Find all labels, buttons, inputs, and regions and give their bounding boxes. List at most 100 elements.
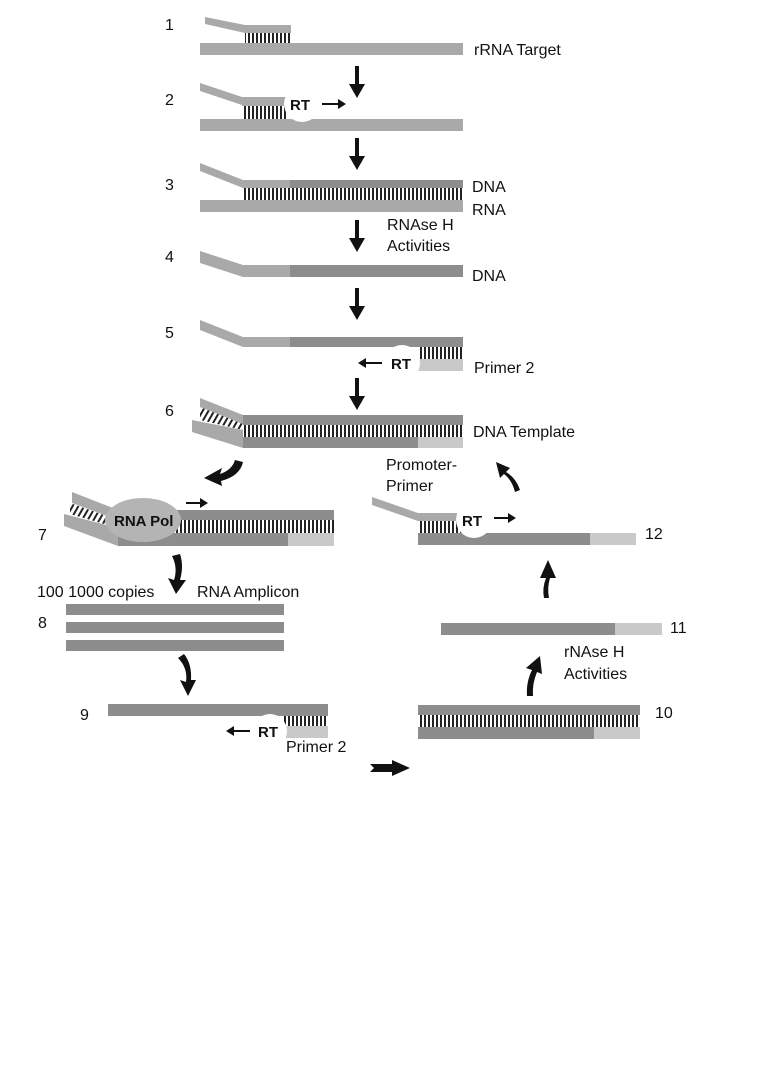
rna-amplicon (108, 704, 328, 716)
label-copies: 100 1000 copies (37, 584, 154, 601)
step-number-11: 11 (670, 620, 687, 637)
label-rnase-h-2: Activities (387, 238, 450, 255)
primer-top (243, 265, 290, 277)
step-number-9: 9 (80, 707, 89, 724)
primer-2-strand (594, 727, 640, 739)
label-rnase-h-1: RNAse H (387, 217, 454, 234)
curved-arrow-icon (370, 760, 410, 776)
cdna-strand (290, 265, 463, 277)
curved-arrow-icon (168, 554, 186, 594)
hybrid-hatch (243, 188, 463, 200)
rna-pol-label: RNA Pol (114, 513, 173, 530)
promoter-tail (205, 17, 245, 33)
hybrid-hatch (418, 347, 463, 359)
hybrid-hatch (418, 715, 640, 727)
right-arrow-icon (322, 99, 346, 109)
promoter-tail (200, 83, 242, 105)
rt-enzyme-5: RT (358, 345, 420, 381)
step-9-strands (108, 704, 328, 738)
rna-pol-enzyme: RNA Pol (105, 498, 208, 542)
step-6-strands (192, 398, 463, 448)
step-12-strands (372, 497, 636, 545)
curved-arrow-icon (526, 656, 542, 696)
hybrid-hatch (242, 106, 288, 119)
promoter-tail (200, 398, 243, 424)
top-strand (243, 415, 463, 425)
rna-pol-blob (105, 498, 181, 542)
promoter-tail (200, 251, 243, 277)
primer-top (242, 97, 288, 106)
right-arrow-icon (186, 498, 208, 508)
curved-arrow-icon (178, 654, 196, 696)
rt-enzyme-2: RT (284, 86, 346, 122)
right-arrow-icon (494, 513, 516, 523)
promoter-tail (372, 497, 418, 521)
primer-2-strand (282, 726, 328, 738)
label-rnase-h-lower-1: rNAse H (564, 644, 624, 661)
promoter-tail (200, 163, 243, 188)
rt-label-5: RT (391, 356, 411, 373)
rna-amplicon-3 (66, 640, 284, 651)
promoter-tail (200, 320, 243, 347)
step-5-strands (200, 320, 463, 371)
step-1-strands (200, 17, 463, 55)
cdna-strand (290, 337, 463, 347)
primer-2-strand (418, 359, 463, 371)
step-number-5: 5 (165, 325, 174, 342)
step-2-strands (200, 83, 463, 131)
primer-2-strand (615, 623, 662, 635)
down-arrow-icon (349, 220, 365, 252)
down-arrow-icon (349, 138, 365, 170)
primer-top (245, 25, 291, 33)
label-rnase-h-lower-2: Activities (564, 666, 627, 683)
step-11-strands (441, 623, 662, 635)
rrna-strand (200, 119, 463, 131)
step-number-1: 1 (165, 17, 174, 34)
step-number-10: 10 (655, 705, 673, 722)
rt-label-12: RT (462, 513, 482, 530)
step-number-6: 6 (165, 403, 174, 420)
label-rna-3: RNA (472, 202, 506, 219)
cdna-strand (418, 533, 590, 545)
rrna-target-strand (200, 43, 463, 55)
primer-top (418, 513, 462, 521)
step-10-strands (418, 705, 640, 739)
rt-label-2: RT (290, 97, 310, 114)
label-dna-4: DNA (472, 268, 506, 285)
down-arrow-icon (349, 66, 365, 98)
step-number-8: 8 (38, 615, 47, 632)
rt-label-9: RT (258, 724, 278, 741)
primer-2-strand (418, 437, 463, 448)
label-rna-amplicon: RNA Amplicon (197, 584, 299, 601)
rna-amplicon-1 (66, 604, 284, 615)
promoter-complement (192, 420, 243, 448)
rna-amplicon-2 (66, 622, 284, 633)
primer-top (243, 180, 290, 188)
step-numbers: 1 2 3 4 5 6 7 8 9 10 11 12 (38, 17, 687, 724)
top-strand (118, 510, 334, 520)
hybrid-hatch (245, 33, 291, 43)
promoter-complement (64, 514, 118, 546)
primer-2-strand (590, 533, 636, 545)
curved-arrow-icon (204, 460, 243, 486)
hybrid-hatch (418, 521, 462, 533)
down-arrows (349, 66, 365, 410)
left-arrow-icon (358, 358, 382, 368)
curved-arrow-icon (496, 462, 520, 492)
step-number-2: 2 (165, 92, 174, 109)
step-number-7: 7 (38, 527, 47, 544)
left-arrow-icon (226, 726, 250, 736)
curved-arrow-icon (540, 560, 556, 598)
step-number-3: 3 (165, 177, 174, 194)
cycle-arrows (168, 460, 556, 776)
label-promoter-primer-1: Promoter- (386, 457, 457, 474)
label-primer-2-step-5: Primer 2 (474, 360, 535, 377)
step-7-strands (64, 492, 334, 546)
down-arrow-icon (349, 378, 365, 410)
primer-top (243, 337, 290, 347)
step-3-strands (200, 163, 463, 212)
step-4-strands (200, 251, 463, 277)
cdna-strand (441, 623, 615, 635)
hybrid-hatch (243, 425, 463, 437)
